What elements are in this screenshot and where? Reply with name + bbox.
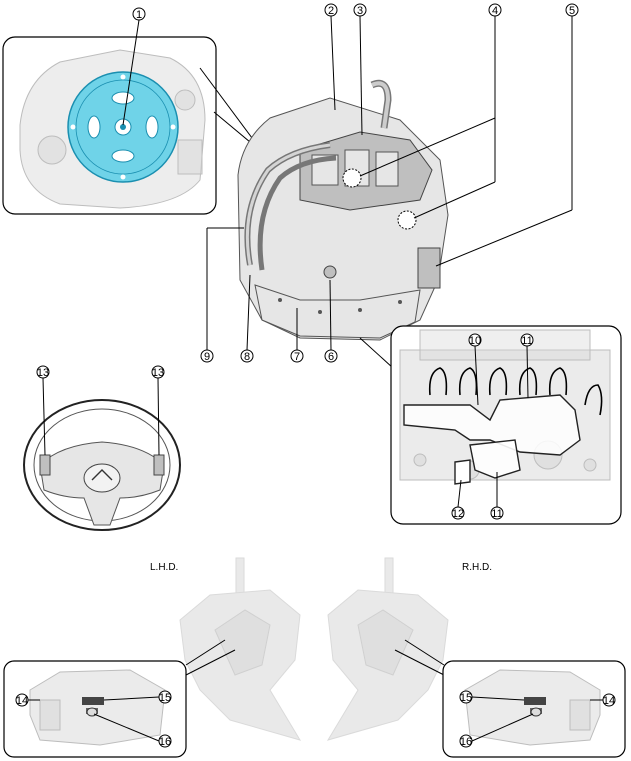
callout-13-right: 13: [151, 365, 165, 456]
callout-3: 3: [353, 3, 367, 136]
callout-13-left: 13: [36, 365, 50, 456]
rhd-label: R.H.D.: [462, 562, 492, 573]
callout-11-top: 11: [520, 333, 534, 399]
callout-16-lhd: 16: [93, 713, 172, 748]
svg-text:5: 5: [569, 5, 575, 17]
svg-text:11: 11: [491, 508, 502, 520]
callout-4: 4: [359, 3, 502, 219]
callout-12: 12: [451, 479, 465, 520]
callout-11-bottom: 11: [490, 472, 504, 520]
svg-text:11: 11: [521, 335, 532, 347]
shift-lever-lhd: [179, 557, 302, 741]
svg-text:2: 2: [328, 5, 334, 17]
callout-14-rhd: 14: [590, 693, 616, 707]
steering-wheel: [23, 399, 181, 531]
transmission-main: [237, 79, 449, 369]
svg-text:16: 16: [159, 736, 171, 748]
callout-15-rhd: 15: [459, 690, 525, 704]
callout-6: 6: [324, 279, 338, 363]
callout-2: 2: [324, 3, 338, 111]
callout-15-lhd: 15: [103, 690, 172, 704]
svg-text:9: 9: [204, 351, 210, 363]
svg-text:7: 7: [294, 351, 300, 363]
drive-plate-inset: [2, 36, 263, 215]
lhd-label: L.H.D.: [150, 562, 178, 573]
svg-text:16: 16: [460, 736, 472, 748]
callout-9: 9: [200, 227, 244, 363]
svg-text:8: 8: [244, 351, 250, 363]
callout-7: 7: [290, 308, 304, 363]
svg-text:3: 3: [357, 5, 363, 17]
drive-plate: [67, 71, 179, 183]
solenoid-inset: [390, 325, 622, 525]
callout-14-lhd: 14: [15, 693, 40, 707]
callout-10: 10: [468, 333, 482, 406]
svg-text:1: 1: [136, 9, 142, 21]
svg-text:12: 12: [452, 508, 464, 520]
callout-5: 5: [435, 3, 579, 267]
svg-text:14: 14: [16, 695, 28, 707]
callout-16-rhd: 16: [459, 713, 534, 748]
shift-sensor-inset-rhd: [442, 660, 626, 758]
svg-text:15: 15: [460, 692, 472, 704]
callout-8: 8: [240, 274, 254, 363]
svg-text:6: 6: [328, 351, 334, 363]
svg-text:15: 15: [159, 692, 171, 704]
shift-lever-rhd: [326, 557, 449, 741]
svg-text:13: 13: [37, 367, 49, 379]
svg-text:4: 4: [492, 5, 498, 17]
svg-text:13: 13: [152, 367, 164, 379]
svg-text:14: 14: [603, 695, 615, 707]
svg-text:10: 10: [469, 335, 481, 347]
callout-1: 1: [122, 7, 146, 126]
